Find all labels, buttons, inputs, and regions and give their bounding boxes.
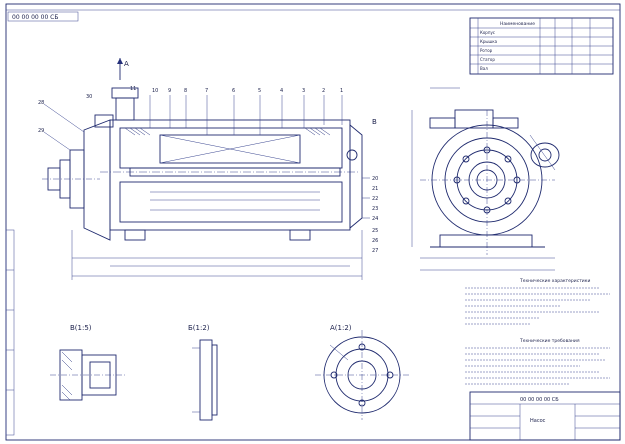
- svg-text:22: 22: [372, 196, 378, 202]
- svg-text:11: 11: [130, 86, 136, 92]
- notes-title-1: Технические характеристики: [519, 278, 590, 284]
- main-section-view: А: [42, 58, 363, 280]
- svg-text:30: 30: [86, 94, 92, 100]
- svg-text:24: 24: [372, 216, 378, 222]
- svg-text:8: 8: [184, 88, 187, 94]
- detail-view-a: А(1:2): [315, 324, 410, 420]
- callouts-top: 11 10 9 8 7 6 5 4 3 2 1: [130, 86, 343, 135]
- spec-row-5: Вал: [480, 66, 488, 71]
- title-block-code: 00 00 00 00 СБ: [520, 397, 559, 403]
- detail-view-b: В(1:5): [50, 324, 125, 401]
- svg-text:20: 20: [372, 176, 378, 182]
- notes-title-2: Технические требования: [519, 338, 580, 344]
- svg-text:23: 23: [372, 206, 378, 212]
- left-margin-strip: [5, 229, 15, 436]
- view-b-title: В(1:5): [70, 324, 92, 332]
- tech-notes: Технические характеристики Технические т…: [465, 278, 610, 385]
- spec-table: Наименование Корпус Крышка Ротор Статор …: [469, 17, 614, 75]
- side-view: [411, 87, 560, 271]
- spec-row-2: Крышка: [480, 39, 498, 44]
- svg-text:5: 5: [258, 88, 261, 94]
- top-stamp: [7, 11, 79, 22]
- svg-text:7: 7: [205, 88, 208, 94]
- svg-text:25: 25: [372, 228, 378, 234]
- spec-row-3: Ротор: [480, 48, 493, 53]
- svg-text:2: 2: [322, 88, 325, 94]
- svg-text:10: 10: [152, 88, 158, 94]
- svg-text:4: 4: [280, 88, 283, 94]
- svg-text:21: 21: [372, 186, 378, 192]
- svg-text:3: 3: [302, 88, 305, 94]
- view-arrow-a: А: [124, 60, 129, 68]
- spec-row-4: Статор: [480, 57, 495, 62]
- callouts-right: 20 21 22 23 24 25 26 27: [362, 176, 378, 254]
- svg-text:27: 27: [372, 248, 378, 254]
- title-block: 00 00 00 00 СБ Насос: [469, 391, 621, 441]
- view-a-title: А(1:2): [330, 324, 352, 332]
- callouts-left: 28 29 30: [38, 94, 92, 151]
- spec-row-1: Корпус: [480, 30, 495, 35]
- svg-text:28: 28: [38, 100, 44, 106]
- view-b2-title: Б(1:2): [188, 324, 210, 332]
- svg-text:26: 26: [372, 238, 378, 244]
- svg-text:29: 29: [38, 128, 44, 134]
- section-label-b: В: [372, 118, 377, 126]
- detail-view-b2: Б(1:2): [188, 324, 218, 421]
- svg-text:6: 6: [232, 88, 235, 94]
- top-stamp-text: 00 00 00 00 СБ: [12, 14, 58, 21]
- svg-text:1: 1: [340, 88, 343, 94]
- spec-header-name: Наименование: [500, 21, 535, 27]
- title-block-name: Насос: [530, 418, 546, 424]
- sheet-frame: [5, 3, 621, 441]
- svg-text:9: 9: [168, 88, 171, 94]
